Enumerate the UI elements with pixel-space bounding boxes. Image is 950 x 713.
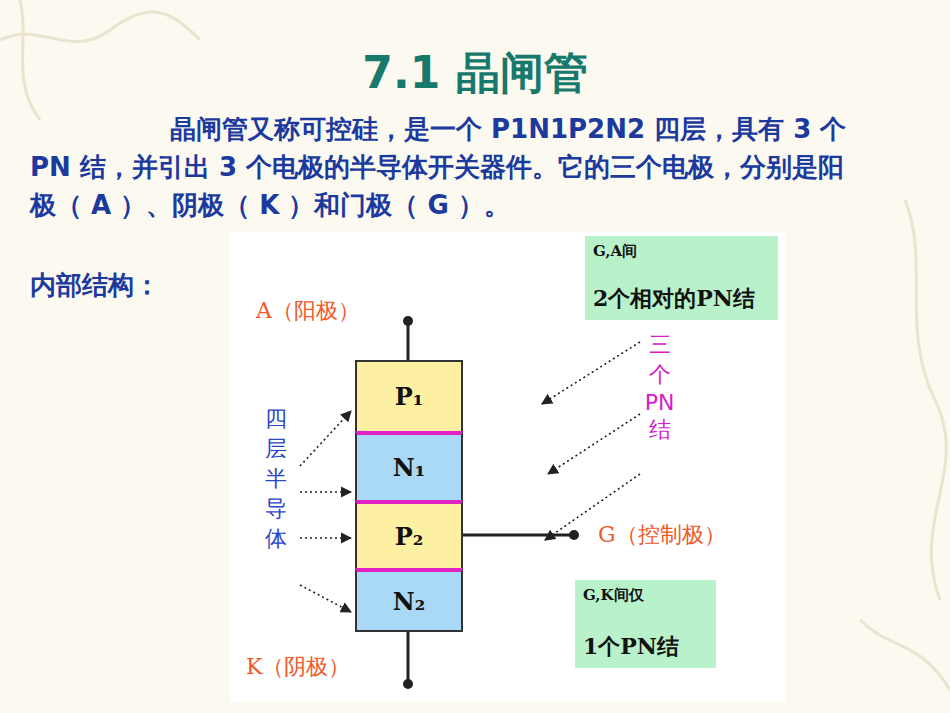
note-box: G,K间仅 1个PN结	[575, 580, 716, 668]
note-heading: G,K间仅	[583, 586, 708, 605]
note-body: 2个相对的PN结	[593, 284, 770, 314]
leader-arrow	[300, 537, 351, 539]
leader-arrows	[300, 342, 640, 612]
semiconductor-layer: P₁	[355, 360, 463, 431]
cathode-label: K（阴极）	[246, 652, 350, 682]
note-body: 1个PN结	[583, 632, 708, 662]
note-heading: G,A间	[593, 242, 770, 261]
figure-ground	[230, 232, 785, 702]
layer-name: N₂	[393, 587, 425, 616]
junctions-label: 三个PN结	[643, 330, 676, 445]
layer-name: P₂	[395, 522, 424, 551]
leader-arrow	[548, 414, 640, 474]
layer-name: N₁	[393, 453, 425, 482]
leader-arrow	[300, 491, 351, 493]
semiconductor-layer: P₂	[355, 500, 463, 568]
intro-paragraph: 晶闸管又称可控硅，是一个 P1N1P2N2 四层，具有 3 个 PN 结，并引出…	[30, 110, 860, 224]
leader-arrow	[542, 342, 640, 404]
semiconductor-layer: N₁	[355, 431, 463, 500]
layer-name: P₁	[395, 382, 424, 411]
layers-label: 四层半导体	[265, 404, 287, 554]
semiconductor-layer: N₂	[355, 568, 463, 632]
anode-label: A（阳极）	[256, 296, 360, 326]
leader-arrow	[300, 585, 351, 612]
gate-label: G（控制极）	[598, 520, 726, 550]
note-box: G,A间 2个相对的PN结	[585, 236, 778, 320]
section-label: 内部结构：	[30, 268, 160, 303]
slide-title: 7.1 晶闸管	[0, 44, 950, 103]
leader-arrow	[300, 411, 351, 466]
